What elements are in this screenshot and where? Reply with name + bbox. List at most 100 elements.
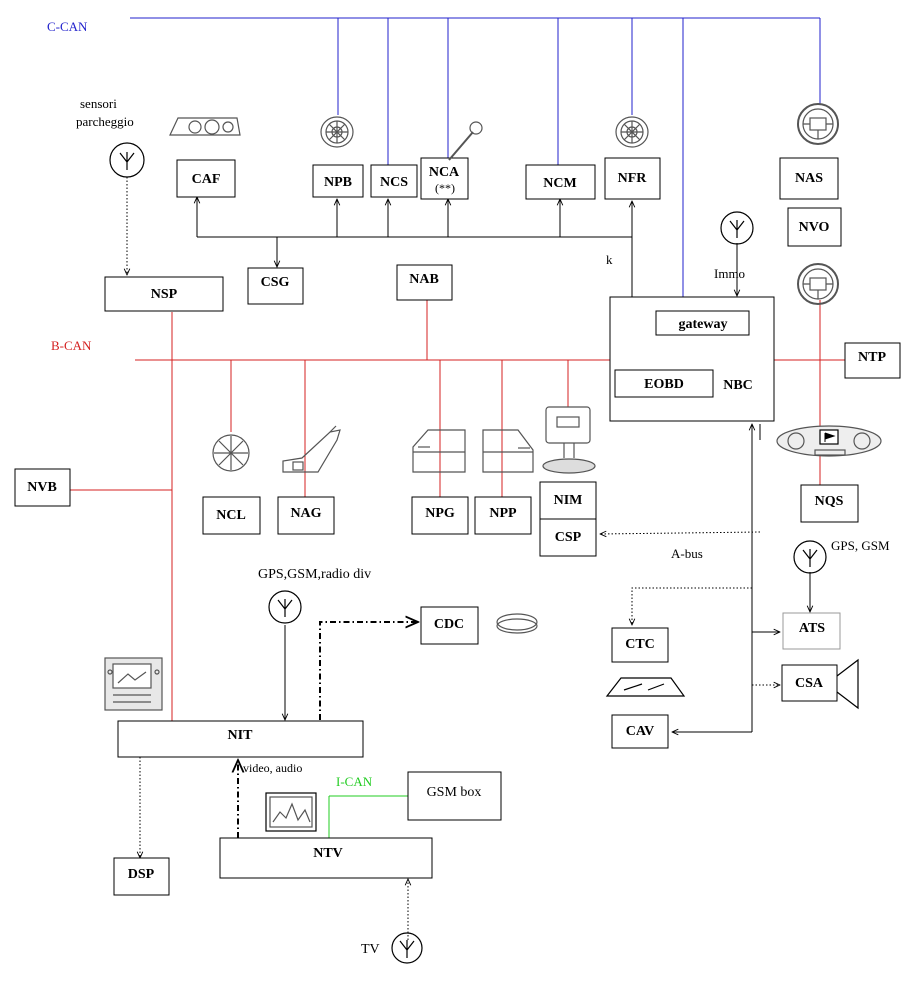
ncl-label: NCL (216, 508, 246, 523)
node-ncl[interactable]: NCL (202, 496, 261, 535)
node-gsm-box[interactable]: GSM box (407, 771, 502, 821)
nbc-label: NBC (723, 378, 753, 393)
parcheggio-label: parcheggio (76, 114, 134, 129)
node-ntv[interactable]: NTV (219, 837, 433, 879)
nca-sub-label: (**) (435, 181, 455, 195)
video-audio-label: video, audio (243, 761, 302, 775)
gps-gsm-label: GPS, GSM (831, 538, 890, 553)
connectors (127, 177, 810, 940)
antenna-icon (268, 590, 302, 624)
node-nim[interactable]: NIM (539, 481, 597, 520)
i-can-label: I-CAN (336, 774, 373, 789)
b-can-label: B-CAN (51, 338, 92, 353)
nca-label: NCA (429, 165, 460, 180)
node-nfr[interactable]: NFR (604, 157, 661, 200)
car-door-icon (412, 429, 466, 473)
tray-icon (605, 677, 686, 697)
ctc-label: CTC (625, 637, 655, 652)
lever-icon (448, 121, 483, 161)
cd-icon (496, 613, 538, 634)
node-csp[interactable]: CSP (539, 518, 597, 557)
screen-icon (265, 792, 317, 832)
gateway-label: gateway (679, 317, 728, 332)
radio-panel-icon (104, 657, 163, 711)
dsp-label: DSP (128, 867, 155, 882)
sensori-label: sensori (80, 96, 117, 111)
tv-label: TV (361, 942, 380, 957)
nit-label: NIT (228, 728, 254, 743)
antenna-icon (109, 142, 145, 178)
cav-label: CAV (626, 724, 655, 739)
nsp-label: NSP (151, 287, 178, 302)
node-nit[interactable]: NIT (117, 720, 364, 758)
steering-wheel-icon (797, 103, 839, 145)
wheel-icon (615, 116, 649, 148)
antenna-icon (391, 932, 423, 964)
node-nab[interactable]: NAB (396, 264, 453, 301)
node-nvo[interactable]: NVO (787, 207, 842, 247)
car-door-icon (482, 429, 534, 473)
node-ats[interactable]: ATS (782, 612, 841, 650)
node-cav[interactable]: CAV (611, 714, 669, 749)
node-nas[interactable]: NAS (779, 157, 839, 200)
antenna-icon (720, 211, 754, 245)
node-npp[interactable]: NPP (474, 496, 532, 535)
cdc-label: CDC (434, 617, 464, 632)
node-npg[interactable]: NPG (411, 496, 469, 535)
i-can-bus (328, 795, 408, 838)
ncs-label: NCS (380, 175, 408, 190)
nfr-label: NFR (618, 171, 648, 186)
ncm-label: NCM (543, 176, 576, 191)
screen-icon (542, 406, 596, 474)
node-caf[interactable]: CAF (176, 159, 236, 198)
c-can-label: C-CAN (47, 19, 88, 34)
csp-label: CSP (555, 530, 582, 545)
node-gateway[interactable]: gateway (655, 310, 750, 336)
npp-label: NPP (489, 506, 517, 521)
gear-shift-icon (282, 425, 341, 473)
node-ncs[interactable]: NCS (370, 164, 418, 198)
node-nca[interactable]: NCA(**) (420, 157, 469, 200)
nim-label: NIM (554, 493, 583, 508)
node-ncm[interactable]: NCM (525, 164, 596, 200)
gps-gsm-radio-label: GPS,GSM,radio div (258, 567, 371, 582)
a-bus (600, 424, 780, 732)
ats-label: ATS (799, 621, 825, 636)
caf-label: CAF (192, 172, 221, 187)
antenna-icon (793, 540, 827, 574)
wheel-icon (212, 434, 250, 472)
node-eobd[interactable]: EOBD (614, 369, 714, 398)
nqs-label: NQS (815, 494, 844, 509)
npb-label: NPB (324, 175, 352, 190)
node-ntp[interactable]: NTP (844, 342, 901, 379)
immo-label: Immo (714, 266, 745, 281)
dashboard-icon (776, 425, 882, 457)
nas-label: NAS (795, 171, 823, 186)
nvo-label: NVO (799, 220, 830, 235)
csa-label: CSA (795, 676, 824, 691)
steering-wheel-icon (797, 263, 839, 305)
csg-label: CSG (261, 275, 290, 290)
nag-label: NAG (290, 506, 321, 521)
node-csg[interactable]: CSG (247, 267, 304, 305)
node-ctc[interactable]: CTC (611, 627, 669, 663)
npg-label: NPG (425, 506, 455, 521)
node-cdc[interactable]: CDC (420, 606, 479, 645)
nvb-label: NVB (27, 480, 57, 495)
node-nag[interactable]: NAG (277, 496, 335, 535)
a-bus-label: A-bus (671, 546, 703, 561)
gsm-box-label: GSM box (427, 785, 482, 800)
ntv-label: NTV (313, 846, 343, 861)
camera-icon (836, 658, 859, 710)
dashboard-icon (169, 117, 241, 136)
node-nqs[interactable]: NQS (800, 484, 859, 523)
node-npb[interactable]: NPB (312, 164, 364, 198)
node-nsp[interactable]: NSP (104, 276, 224, 312)
node-nvb[interactable]: NVB (14, 468, 71, 507)
ntp-label: NTP (858, 350, 886, 365)
node-csa[interactable]: CSA (781, 664, 838, 702)
node-dsp[interactable]: DSP (113, 857, 170, 896)
nab-label: NAB (409, 272, 439, 287)
k-label: k (606, 252, 613, 267)
